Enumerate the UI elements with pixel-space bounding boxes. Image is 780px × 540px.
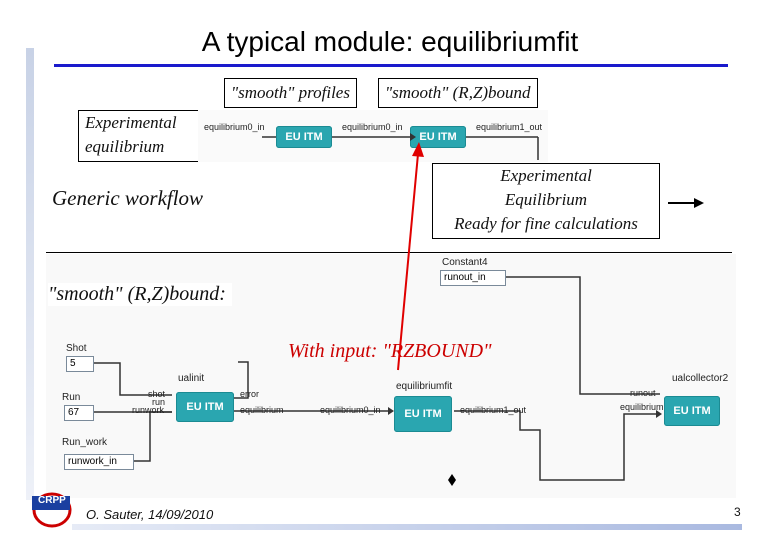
shot-label: Shot (66, 343, 87, 354)
constant-label: Constant4 (442, 257, 488, 268)
ready-box: Experimental Equilibrium Ready for fine … (432, 163, 660, 239)
exp-eq-line2: equilibrium (85, 137, 165, 156)
eqfit-out-port: equilibrium1_out (460, 405, 527, 415)
crpp-logo: CRPP (28, 490, 74, 530)
smooth-rz-label: "smooth" (R,Z)bound (378, 78, 538, 108)
ready-line2: Equilibrium (504, 190, 588, 209)
ready-line3: Ready for fine calculations (454, 214, 638, 233)
eqfit-eu-itm-node[interactable]: EU ITM (394, 396, 452, 432)
collector-in-equilibrium: equilibrium (620, 402, 664, 412)
top-eu-itm-node-2[interactable]: EU ITM (410, 126, 466, 148)
generic-workflow-label: Generic workflow (52, 186, 204, 210)
footer-bar (72, 524, 742, 530)
ready-line1: Experimental (500, 166, 592, 185)
top-workflow-diagram: equilibrium0_in EU ITM equilibrium0_in E… (198, 110, 548, 162)
ualinit-port-runwork: runwork (132, 405, 165, 415)
left-side-bar (26, 48, 34, 500)
runwork-label: Run_work (62, 437, 108, 448)
top-port-out2: equilibrium1_out (476, 122, 543, 132)
collector-label: ualcollector2 (672, 373, 729, 384)
runwork-value-input[interactable]: runwork_in (64, 454, 134, 470)
constant-value-input[interactable]: runout_in (440, 270, 506, 286)
ualinit-eu-itm-node[interactable]: EU ITM (176, 392, 234, 422)
ualinit-out-port: equilibrium (240, 405, 284, 415)
top-port-in1: equilibrium0_in (204, 122, 265, 132)
ualinit-port-shot: shot (148, 389, 166, 399)
top-port-out1: equilibrium0_in (342, 122, 403, 132)
smooth-profiles-label: "smooth" profiles (224, 78, 357, 108)
ualinit-label: ualinit (178, 373, 205, 384)
crpp-logo-text: CRPP (38, 495, 66, 506)
smooth-rz-bound-label: "smooth" (R,Z)bound: (48, 283, 232, 306)
run-label: Run (62, 392, 81, 403)
ualinit-port-run: run (152, 397, 166, 407)
collector-in-runout: runout (630, 388, 656, 398)
run-value-input[interactable]: 67 (64, 405, 94, 421)
page-number: 3 (734, 505, 741, 519)
with-input-label: With input: "RZBOUND" (288, 340, 492, 362)
eqfit-label: equilibriumfit (396, 381, 453, 392)
collector-eu-itm-node[interactable]: EU ITM (664, 396, 720, 426)
author-date: O. Sauter, 14/09/2010 (86, 507, 214, 522)
eqfit-in-port: equilibrium0_in (320, 405, 381, 415)
title-underline (54, 64, 728, 67)
section-divider (46, 252, 732, 253)
top-eu-itm-node-1[interactable]: EU ITM (276, 126, 332, 148)
experimental-equilibrium-box: Experimental equilibrium (78, 110, 204, 162)
exp-eq-line1: Experimental (85, 113, 177, 132)
shot-value-input[interactable]: 5 (66, 356, 94, 372)
ualinit-error-port: error (240, 389, 260, 399)
slide-title: A typical module: equilibriumfit (201, 26, 579, 57)
